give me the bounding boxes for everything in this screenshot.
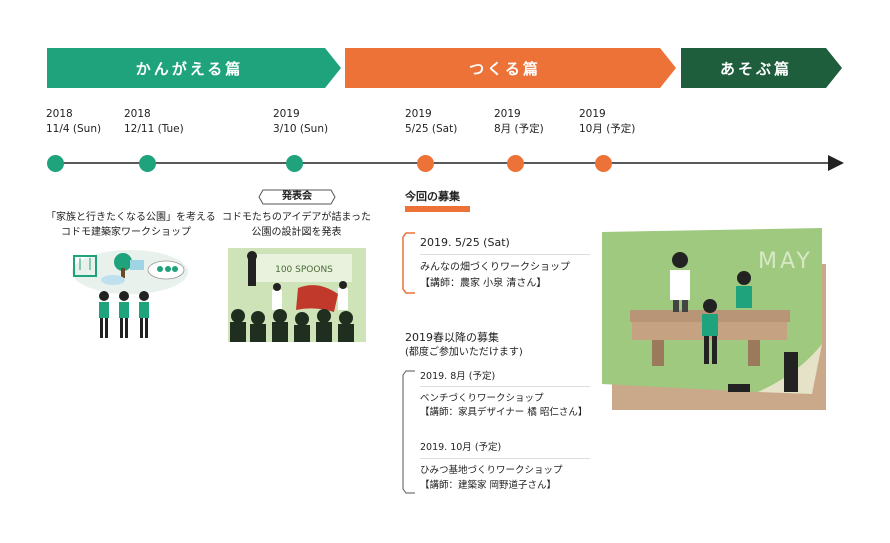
audience-silhouettes: [230, 309, 354, 342]
phase-banners: [47, 48, 842, 88]
phase-banner-think: [47, 48, 341, 88]
presentation-badge: 発表会: [282, 191, 312, 202]
current-divider: [420, 254, 590, 255]
spring-item-1-date: 2019. 8月 (予定): [420, 371, 496, 382]
spring-item-1-lecturer: 【講師：家具デザイナー 橘 昭仁さん】: [420, 407, 588, 418]
red-cloth: [296, 285, 338, 312]
timeline-dot-3: [286, 155, 303, 172]
phase-label-think: かんがえる篇: [135, 59, 244, 78]
presentation-illustration: 100 SPOONS: [228, 248, 366, 342]
timeline-dot-5: [507, 155, 524, 172]
spring-item-1-divider: [420, 386, 590, 387]
timeline-dot-6: [595, 155, 612, 172]
presenter-figure: [248, 258, 256, 286]
spring-bracket: [402, 370, 415, 494]
presentation-text: コドモたちのアイデアが詰まった 公園の設計図を発表: [221, 212, 372, 238]
spring-heading: 2019春以降の募集: [405, 331, 499, 344]
current-heading-underline: [405, 206, 470, 212]
phase-banner-make: [345, 48, 676, 88]
current-title: みんなの畑づくりワークショップ: [420, 262, 570, 273]
phase-label-make: つくる篇: [469, 59, 541, 78]
current-lecturer: 【講師：農家 小泉 清さん】: [420, 278, 547, 289]
current-heading: 今回の募集: [405, 190, 460, 203]
calendar-illustration: MAY: [602, 228, 826, 410]
phase-label-play: あそぶ篇: [719, 59, 792, 78]
spring-item-2-title: ひみつ基地づくりワークショップ: [420, 465, 563, 476]
spring-item-1-title: ベンチづくりワークショップ: [420, 393, 544, 404]
spring-item-2-lecturer: 【講師：建築家 岡野道子さん】: [420, 480, 557, 491]
current-bracket: [402, 232, 415, 294]
spring-item-2-divider: [420, 458, 590, 459]
calendar-page-curl: [758, 344, 822, 394]
workshop1-text: 「家族と行きたくなる公園」を考える コドモ建築家ワークショップ: [46, 212, 216, 238]
spring-note: (都度ご参加いただけます): [405, 347, 523, 358]
phase-banner-play: [681, 48, 842, 88]
children-figures: [99, 291, 149, 338]
timeline-dot-2: [139, 155, 156, 172]
workshop1-illustration: [72, 250, 188, 338]
calendar-month: MAY: [758, 249, 813, 274]
presentation-slide: [256, 254, 352, 282]
spring-item-2-date: 2019. 10月 (予定): [420, 442, 502, 453]
workshop-figures: [670, 252, 752, 364]
presentation-badge-frame: [258, 189, 336, 205]
current-date: 2019. 5/25 (Sat): [420, 236, 510, 249]
swing-icon: [73, 255, 97, 277]
timeline-dot-1: [47, 155, 64, 172]
timeline-arrow-head: [828, 155, 844, 171]
presentation-slide-text: 100 SPOONS: [275, 265, 333, 275]
peeking-figure: [784, 352, 798, 392]
tree-icon: [114, 253, 132, 271]
timeline-dot-4: [417, 155, 434, 172]
timeline-axis: [48, 155, 844, 171]
